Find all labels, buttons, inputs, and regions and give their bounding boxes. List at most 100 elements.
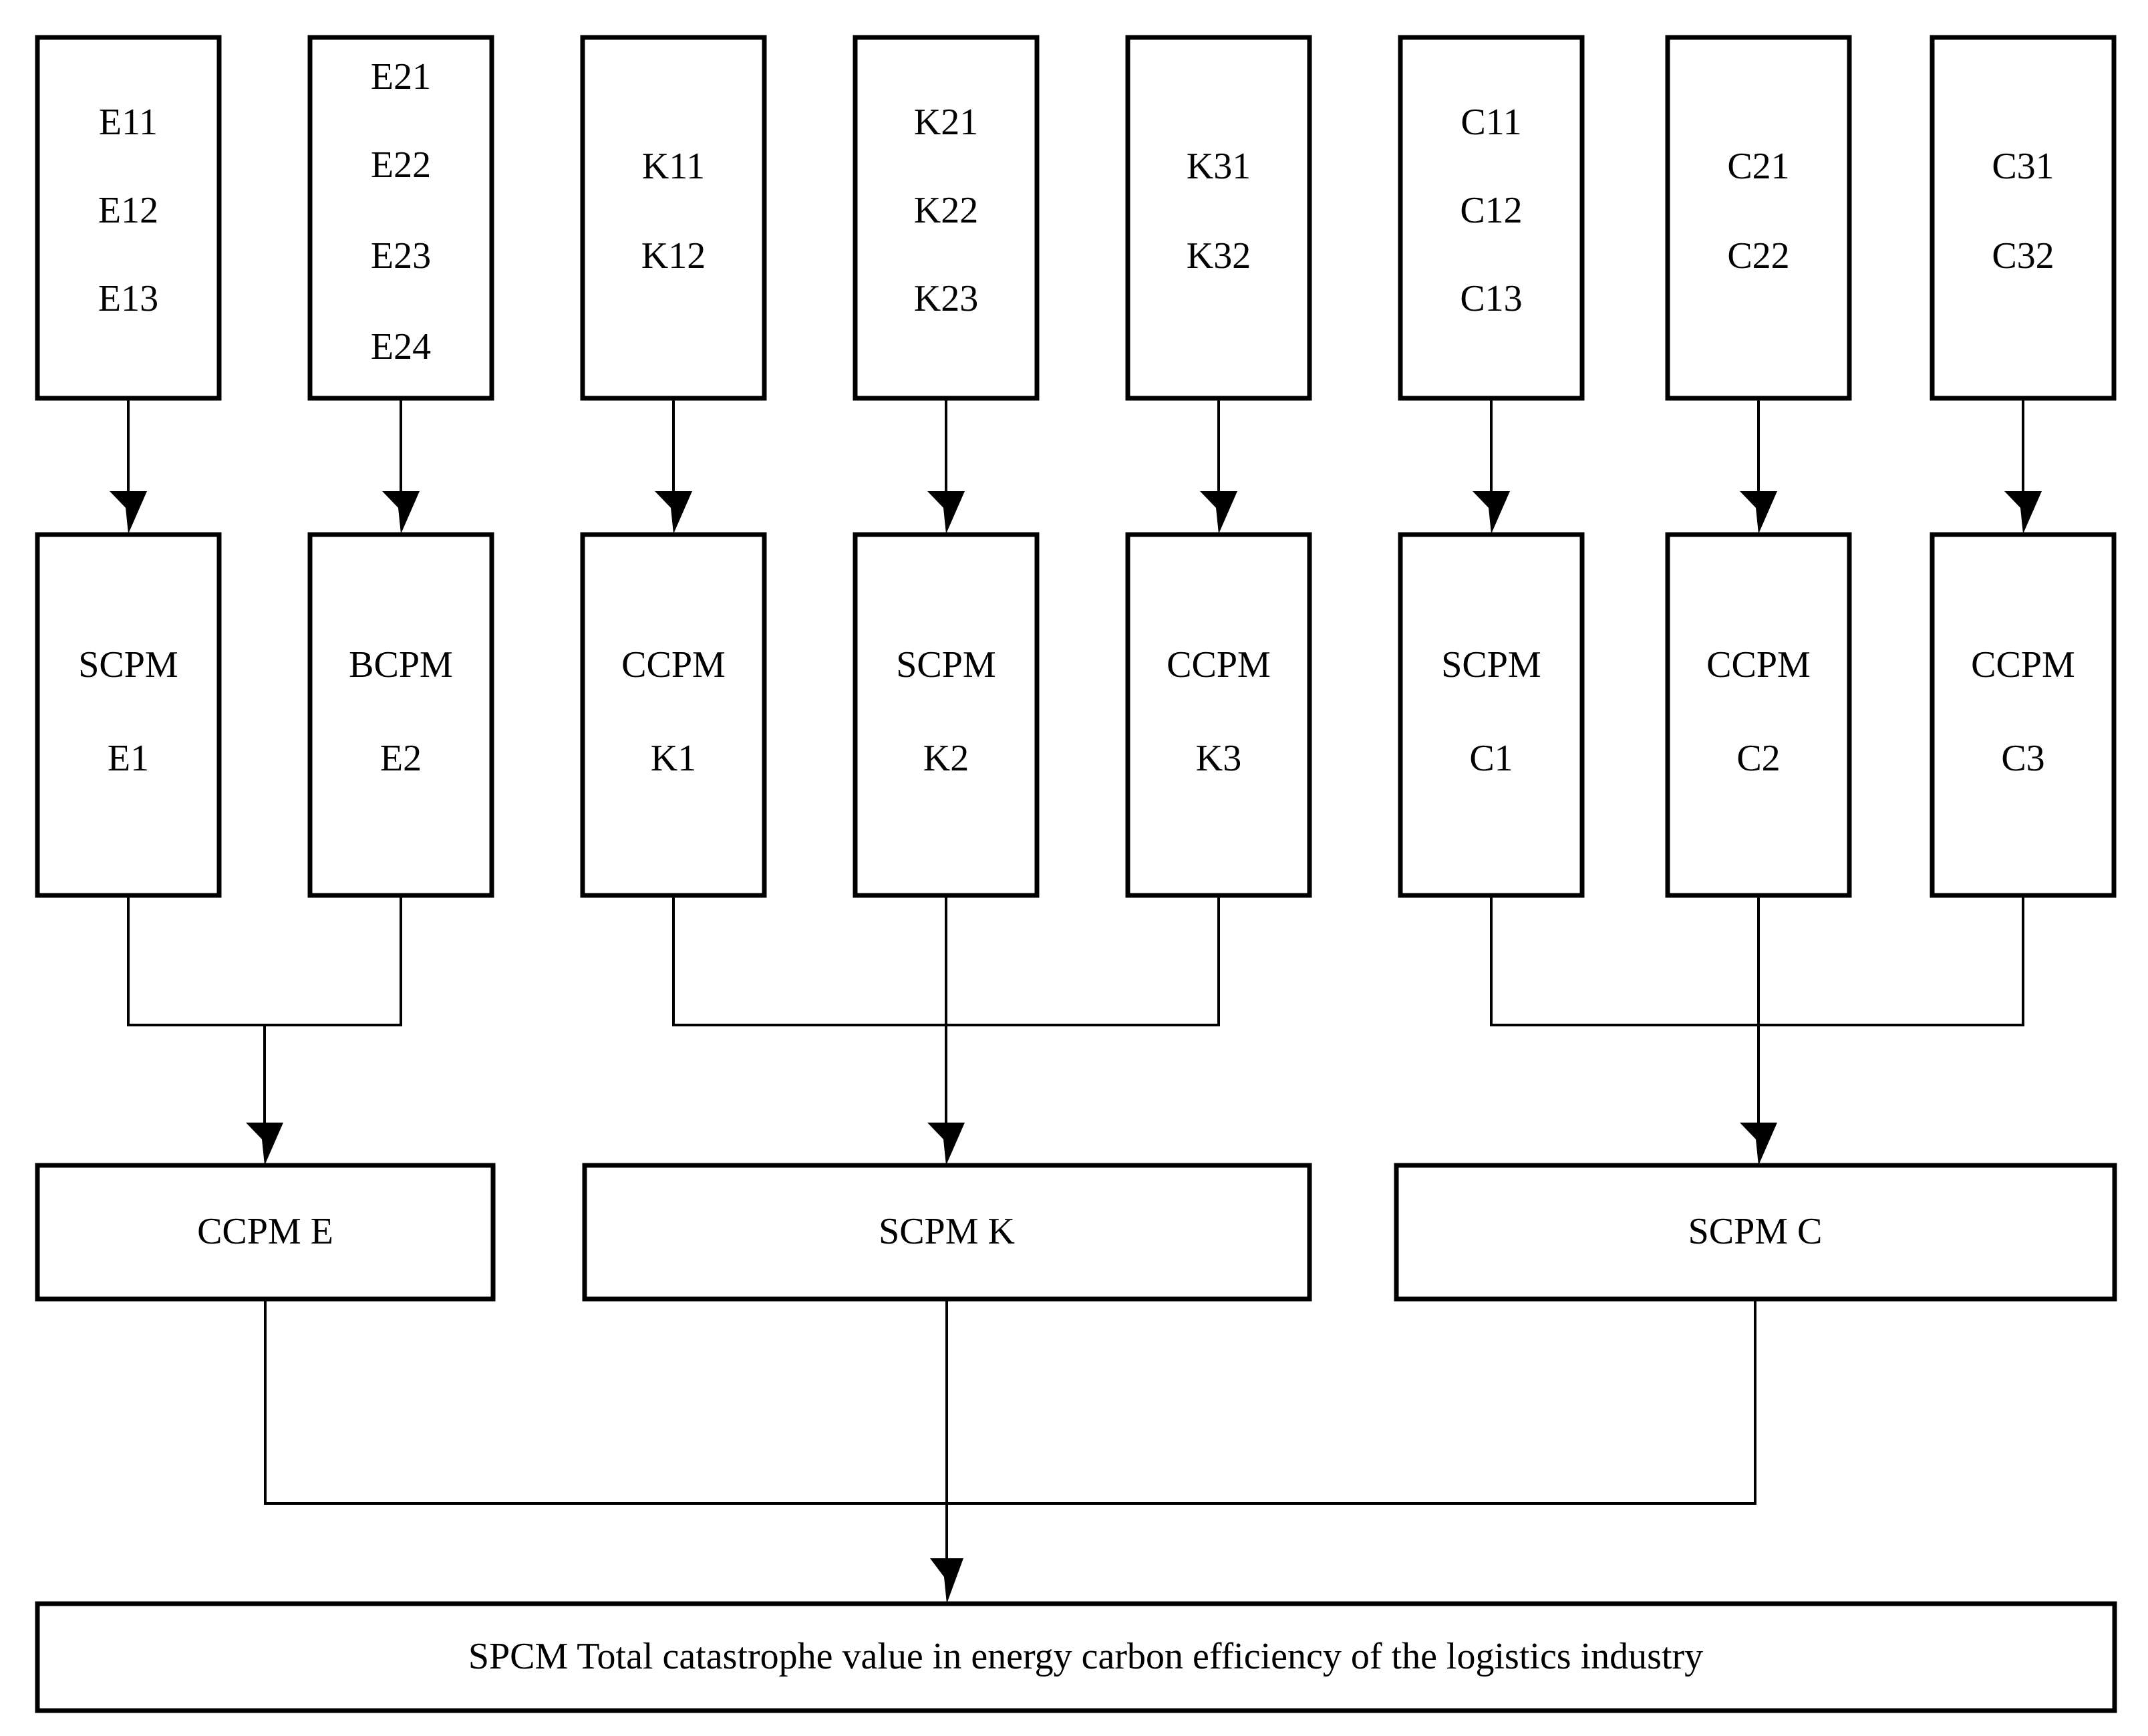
indicator-box-e2-rect[interactable]: [307, 35, 494, 401]
indicator-label-c12: C12: [1460, 190, 1522, 231]
join-connector-group-c: [1490, 895, 2024, 1165]
model-label-c2-model: CCPM: [1706, 644, 1811, 686]
arrow-head-sys-e: [246, 1123, 283, 1165]
indicator-label-c11: C11: [1461, 102, 1521, 143]
arrow-head-total: [930, 1558, 963, 1604]
indicator-box-k2[interactable]: K21 K22 K23: [853, 35, 1040, 401]
model-label-c1-code: C1: [1469, 738, 1513, 779]
model-label-k3-model: CCPM: [1167, 644, 1271, 686]
model-box-c1[interactable]: SCPM C1: [1398, 532, 1585, 898]
system-label-e: CCPM E: [197, 1211, 333, 1252]
model-label-e2-model: BCPM: [349, 644, 453, 686]
system-box-c[interactable]: SCPM C: [1394, 1163, 2117, 1302]
arrow-head-c1: [1473, 491, 1510, 534]
indicator-label-k12: K12: [641, 235, 706, 277]
arrow-head-k2: [927, 491, 965, 534]
model-label-k3-code: K3: [1196, 738, 1241, 779]
arrow-head-c3: [2004, 491, 2042, 534]
model-box-k2[interactable]: SCPM K2: [853, 532, 1040, 898]
indicator-box-c3[interactable]: C31 C32: [1930, 35, 2117, 401]
indicator-label-k11: K11: [642, 146, 705, 187]
arrow-head-k1: [655, 491, 692, 534]
join-path-total: [264, 1299, 1756, 1505]
model-box-k3-rect[interactable]: [1125, 532, 1312, 898]
arrows-level1-to-level2: [110, 398, 2042, 534]
indicator-label-k31: K31: [1187, 146, 1251, 187]
indicator-label-e13: E13: [98, 278, 158, 319]
join-path-e: [127, 895, 402, 1026]
arrow-head-sys-k: [927, 1123, 965, 1165]
model-box-c3-rect[interactable]: [1930, 532, 2117, 898]
indicator-label-c22: C22: [1727, 235, 1789, 277]
model-label-k2-code: K2: [923, 738, 969, 779]
indicator-label-e11: E11: [99, 102, 158, 143]
indicator-label-c32: C32: [1992, 235, 2054, 277]
model-box-e1-rect[interactable]: [35, 532, 222, 898]
join-connector-group-e: [127, 895, 402, 1165]
model-label-c3-code: C3: [2001, 738, 2044, 779]
indicator-label-e24: E24: [371, 326, 431, 368]
indicator-box-c1[interactable]: C11 C12 C13: [1398, 35, 1585, 401]
system-label-c: SCPM C: [1688, 1211, 1823, 1252]
model-box-c2-rect[interactable]: [1665, 532, 1852, 898]
model-label-k2-model: SCPM: [896, 644, 995, 686]
indicator-box-k3-rect[interactable]: [1125, 35, 1312, 401]
arrow-head-c2: [1740, 491, 1777, 534]
indicator-label-e22: E22: [371, 144, 431, 186]
join-connector-total: [264, 1299, 1756, 1604]
indicator-box-k2-rect[interactable]: [853, 35, 1040, 401]
system-box-k[interactable]: SCPM K: [582, 1163, 1312, 1302]
indicator-label-k22: K22: [914, 190, 978, 231]
model-box-k2-rect[interactable]: [853, 532, 1040, 898]
system-box-e[interactable]: CCPM E: [35, 1163, 496, 1302]
total-box-spcm[interactable]: SPCM Total catastrophe value in energy c…: [35, 1601, 2117, 1713]
model-box-c1-rect[interactable]: [1398, 532, 1585, 898]
indicator-box-c2-rect[interactable]: [1665, 35, 1852, 401]
system-box-e-rect[interactable]: [35, 1163, 496, 1302]
arrow-head-e1: [110, 491, 147, 534]
indicator-box-e1[interactable]: E11 E12 E13: [35, 35, 222, 401]
indicator-label-c31: C31: [1992, 146, 2054, 187]
model-box-e2-rect[interactable]: [307, 532, 494, 898]
level-1-indicator-boxes: E11 E12 E13 E21 E22 E23 E24 K11 K12: [35, 35, 2117, 401]
model-box-c3[interactable]: CCPM C3: [1930, 532, 2117, 898]
model-box-k1[interactable]: CCPM K1: [580, 532, 767, 898]
total-box-spcm-rect[interactable]: [35, 1601, 2117, 1713]
system-label-k: SCPM K: [879, 1211, 1015, 1252]
indicator-box-k1-rect[interactable]: [580, 35, 767, 401]
indicator-box-c2[interactable]: C21 C22: [1665, 35, 1852, 401]
model-box-c2[interactable]: CCPM C2: [1665, 532, 1852, 898]
indicator-label-c13: C13: [1460, 278, 1522, 319]
indicator-label-e12: E12: [98, 190, 158, 231]
indicator-box-c3-rect[interactable]: [1930, 35, 2117, 401]
join-connector-group-k: [672, 895, 1220, 1165]
indicator-box-k1[interactable]: K11 K12: [580, 35, 767, 401]
indicator-box-c1-rect[interactable]: [1398, 35, 1585, 401]
indicator-label-c21: C21: [1727, 146, 1789, 187]
indicator-box-e2[interactable]: E21 E22 E23 E24: [307, 35, 494, 401]
arrow-head-e2: [382, 491, 420, 534]
indicator-label-k23: K23: [914, 278, 978, 319]
indicator-label-e23: E23: [371, 235, 431, 277]
level-2-model-boxes: SCPM E1 BCPM E2 CCPM K1 SCPM K2 CCPM: [35, 532, 2117, 898]
model-box-e2[interactable]: BCPM E2: [307, 532, 494, 898]
total-label-spcm: SPCM Total catastrophe value in energy c…: [468, 1636, 1703, 1677]
model-label-c1-model: SCPM: [1441, 644, 1541, 686]
model-box-k1-rect[interactable]: [580, 532, 767, 898]
model-label-k1-code: K1: [651, 738, 696, 779]
model-label-c2-code: C2: [1736, 738, 1780, 779]
model-box-e1[interactable]: SCPM E1: [35, 532, 222, 898]
model-box-k3[interactable]: CCPM K3: [1125, 532, 1312, 898]
indicator-box-k3[interactable]: K31 K32: [1125, 35, 1312, 401]
model-label-c3-model: CCPM: [1971, 644, 2075, 686]
model-label-e2-code: E2: [380, 738, 422, 779]
indicator-box-e1-rect[interactable]: [35, 35, 222, 401]
arrow-head-sys-c: [1740, 1123, 1777, 1165]
system-box-c-rect[interactable]: [1394, 1163, 2117, 1302]
level-4-total-box: SPCM Total catastrophe value in energy c…: [35, 1601, 2117, 1713]
arrow-head-k3: [1200, 491, 1237, 534]
model-label-e1-code: E1: [108, 738, 149, 779]
model-label-k1-model: CCPM: [621, 644, 726, 686]
